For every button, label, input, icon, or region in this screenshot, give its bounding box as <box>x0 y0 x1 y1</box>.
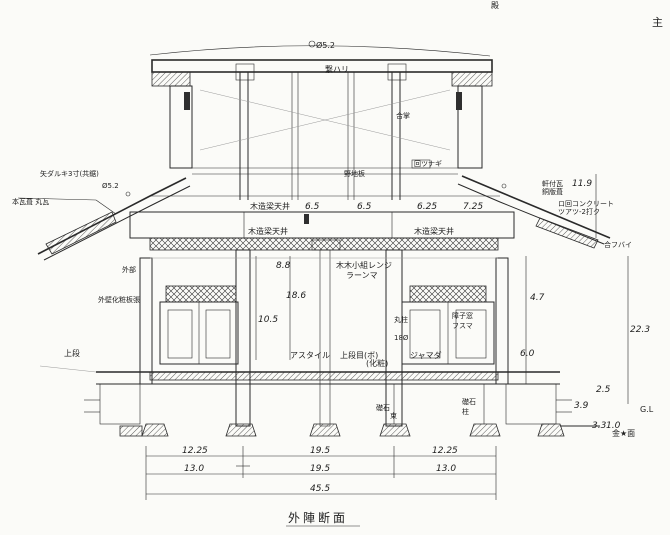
floor-mid-label: 上段目(ボ) <box>340 350 378 360</box>
right-roof-note-2: 銅版葺 <box>542 187 563 196</box>
beam-left-label: 木造梁天井 <box>248 226 288 236</box>
gl-label: G.L <box>640 405 654 414</box>
dim-h-4.7: 4.7 <box>530 293 545 303</box>
dim-span-19.5a: 19.5 <box>310 446 330 456</box>
dim-h-3.3: 3.3 <box>592 421 607 431</box>
window-right-label: 障子窓 <box>452 311 473 320</box>
tile-note: 本瓦葺 丸瓦 <box>12 197 49 206</box>
footing-label-right-2: 柱 <box>462 407 469 416</box>
concrete-note-2: ツアツ-2打ク <box>558 207 600 216</box>
dim-h-8.8: 8.8 <box>276 261 291 271</box>
beam-mid-label: 木木小組レンジ <box>336 260 392 270</box>
corner-mark-hall: 殿 <box>491 1 499 10</box>
floor-right-label: ジャマダ <box>410 350 442 360</box>
dim-h-18.6: 18.6 <box>286 291 306 301</box>
tie-beam-label: 繋ハリ <box>325 64 349 74</box>
dim-h-2.5: 2.5 <box>596 385 611 395</box>
ridge-arc <box>149 45 491 57</box>
footing-label-center: 束 <box>390 412 397 420</box>
right-roof-note: 軒付瓦 <box>542 179 563 188</box>
dim-span-12.25a: 12.25 <box>182 446 208 456</box>
dim-span-13.0a: 13.0 <box>184 464 204 474</box>
dim-h-22.3: 22.3 <box>630 325 650 335</box>
dim-upper-6.5a: 6.5 <box>305 202 320 212</box>
dim-span-12.25b: 12.25 <box>432 446 458 456</box>
ridge-marker <box>308 40 316 48</box>
footing-label-right: 礎石 <box>462 397 476 406</box>
drawing-title: 外陣断面 <box>288 510 348 525</box>
span-dimensions <box>145 446 497 500</box>
window-left <box>159 285 239 365</box>
floor <box>39 365 572 425</box>
upper-structure <box>151 59 493 200</box>
dim-span-13.0b: 13.0 <box>436 464 456 474</box>
dim-h-3.9: 3.9 <box>574 401 589 411</box>
beam-mid-label-2: ラーンマ <box>346 271 378 280</box>
ridge-dim: Ø5.2 <box>316 40 335 50</box>
dim-span-19.5b: 19.5 <box>310 464 330 474</box>
dim-h-1.0: 1.0 <box>606 421 621 431</box>
beam-right-label: 木造梁天井 <box>414 226 454 236</box>
ground-label: 金★面 <box>612 428 635 438</box>
footing-label-left: 礎石 <box>376 403 390 412</box>
dim-h-11.9: 11.9 <box>572 179 592 189</box>
window-right <box>401 285 495 365</box>
shitaji-label: 野地板 <box>344 169 365 178</box>
walls <box>139 249 509 427</box>
wall-finish-label: 外壁化粧板張 <box>98 295 140 304</box>
rafter-note: 矢ダルキ3寸(共鋸) <box>40 169 99 178</box>
combined-beam-label: 合掌 <box>396 111 410 120</box>
tsunagi-label: 回ツナギ <box>414 160 442 168</box>
vertical-dimensions <box>255 174 629 404</box>
floor-tile-label: アスタイル <box>290 351 330 360</box>
dim-h-6.0: 6.0 <box>520 349 535 359</box>
window-right-label-2: フスマ <box>452 322 473 330</box>
dim-span-45.5: 45.5 <box>310 484 330 494</box>
corner-mark-main: 主 <box>652 16 663 29</box>
upper-beam-label: 木造梁天井 <box>250 201 290 211</box>
exterior-label: 外部 <box>122 265 136 274</box>
beam-band <box>129 211 515 251</box>
floor-mid-label-2: (化粧) <box>366 358 388 368</box>
dim-upper-6.25: 6.25 <box>417 202 437 212</box>
concrete-note: ロ回コンクリート <box>558 200 614 208</box>
center-pillar-dim: 18Ø <box>394 334 409 342</box>
rafter-diameter: Ø5.2 <box>102 182 119 190</box>
dim-upper-7.25: 7.25 <box>463 202 483 212</box>
dim-upper-6.5b: 6.5 <box>357 202 372 212</box>
footings <box>119 384 600 437</box>
stair-label: 上段 <box>64 348 80 358</box>
center-pillar-label: 丸柱 <box>394 315 408 324</box>
right-side-note: 合フバイ <box>604 240 632 249</box>
dim-h-10.5: 10.5 <box>258 315 278 325</box>
